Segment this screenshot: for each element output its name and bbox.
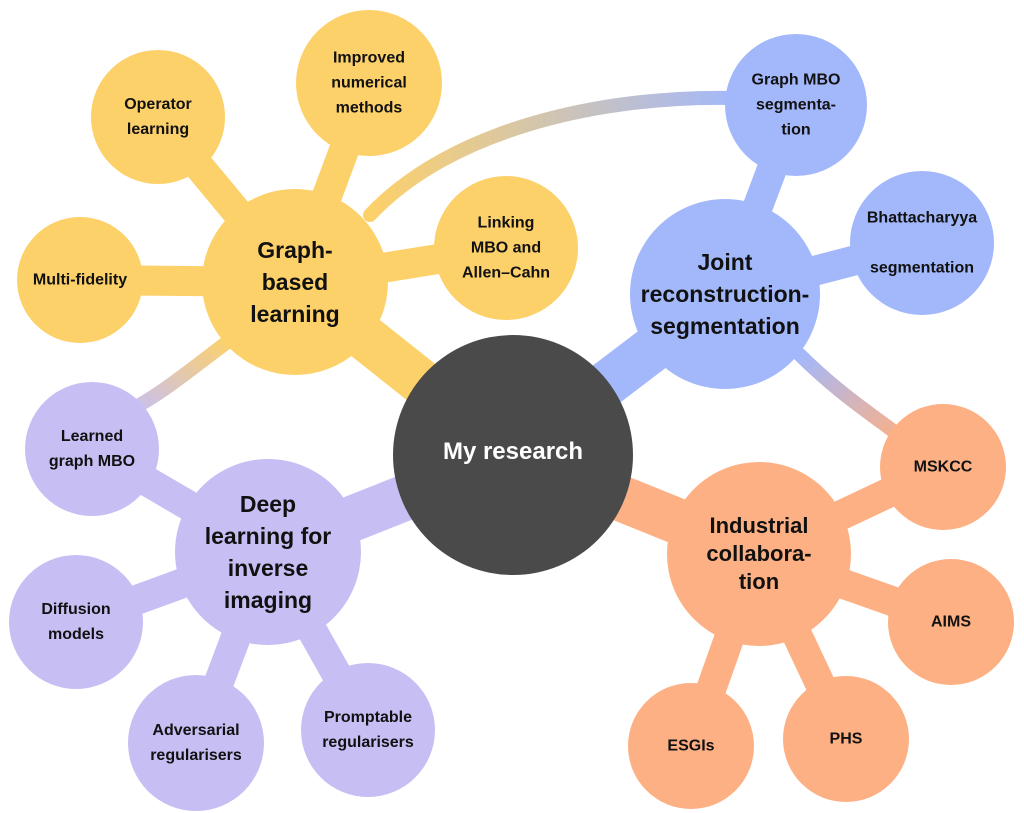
leaf-node-bhatta[interactable] (850, 171, 994, 315)
leaf-improved-numerical-methods[interactable]: Improved numerical methods (331, 49, 407, 117)
leaf-learned-graph-mbo[interactable]: Learned graph MBO (48, 428, 136, 470)
cross-link-graph-graphmbo (363, 90, 742, 222)
branch-node-industrial[interactable] (667, 462, 851, 646)
leaf-node-adversarial[interactable] (128, 675, 264, 811)
branch-node-deep[interactable] (175, 459, 361, 645)
cross-link-graph-learnedmbo (123, 333, 237, 417)
branch-node-graph[interactable] (202, 189, 388, 375)
leaf-multi-fidelity[interactable]: Multi-fidelity (32, 271, 128, 289)
branch-industrial-label[interactable]: Industrial collabora- tion (706, 513, 812, 594)
cross-link-joint-mskcc (793, 348, 912, 447)
leaf-bhattacharyya-segmentation[interactable]: Bhattacharyya segmentation (866, 209, 978, 277)
leaf-esgis[interactable]: ESGIs (667, 737, 715, 755)
leaf-aims[interactable]: AIMS (931, 613, 971, 631)
branch-joint-label[interactable]: Joint reconstruction- segmentation (640, 249, 810, 339)
leaf-node-mskcc[interactable] (880, 404, 1006, 530)
leaf-node-linking[interactable] (434, 176, 578, 320)
leaf-graph-mbo-segmentation[interactable]: Graph MBO segmenta- tion (751, 71, 841, 139)
leaf-operator-learning[interactable]: Operator learning (124, 96, 192, 138)
node-layer (9, 10, 1014, 811)
leaf-node-operator[interactable] (91, 50, 225, 184)
leaf-node-esgis[interactable] (628, 683, 754, 809)
leaf-promptable-regularisers[interactable]: Promptable regularisers (322, 709, 414, 751)
branch-graph-label[interactable]: Graph- based learning (250, 237, 340, 327)
leaf-adversarial-regularisers[interactable]: Adversarial regularisers (150, 722, 242, 764)
leaf-node-aims[interactable] (888, 559, 1014, 685)
leaf-node-diffusion[interactable] (9, 555, 143, 689)
leaf-diffusion-models[interactable]: Diffusion models (41, 601, 111, 643)
center-node-label[interactable]: My research (442, 438, 584, 465)
leaf-linking-mbo-allen-cahn[interactable]: Linking MBO and Allen–Cahn (461, 214, 551, 282)
leaf-node-graphmbo[interactable] (725, 34, 867, 176)
leaf-phs[interactable]: PHS (829, 730, 863, 748)
leaf-node-phs[interactable] (783, 676, 909, 802)
center-node[interactable] (393, 335, 633, 575)
branch-node-joint[interactable] (630, 199, 820, 389)
leaf-node-improved[interactable] (296, 10, 442, 156)
leaf-node-learnedmbo[interactable] (25, 382, 159, 516)
leaf-node-promptable[interactable] (301, 663, 435, 797)
branch-deep-label[interactable]: Deep learning for inverse imaging (204, 491, 332, 613)
leaf-node-multifidelity[interactable] (17, 217, 143, 343)
leaf-mskcc[interactable]: MSKCC (913, 458, 973, 476)
